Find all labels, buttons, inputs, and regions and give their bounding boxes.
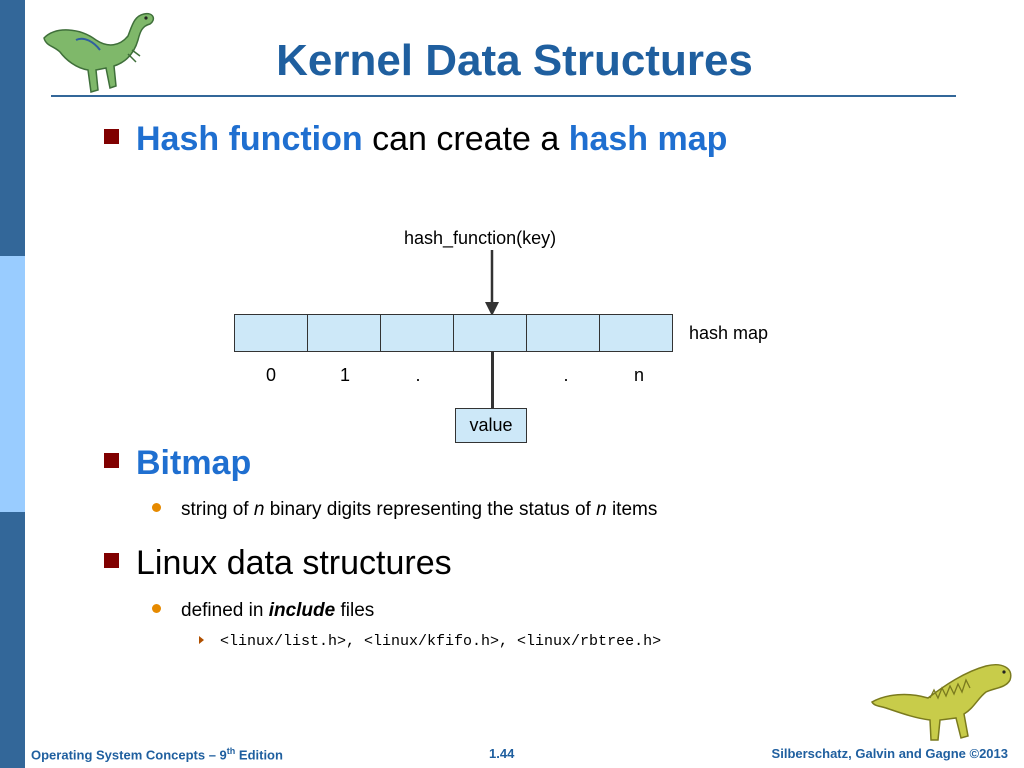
bullet-bitmap: Bitmap <box>104 444 251 483</box>
linux-label: Linux data structures <box>136 544 452 582</box>
footer-text: Operating System Concepts – 9 <box>31 747 227 763</box>
text: files <box>335 600 375 621</box>
hash-map-index: . <box>563 365 569 385</box>
hash-map-cell <box>380 314 454 352</box>
sub-bullet-bitmap: string of n binary digits representing t… <box>152 499 657 521</box>
square-bullet-icon <box>104 453 119 468</box>
text: binary digits representing the status of <box>264 499 597 520</box>
hash-map-index: 0 <box>265 365 276 385</box>
sidebar-stripe-top <box>0 0 25 256</box>
square-bullet-icon <box>104 553 119 568</box>
text: defined in <box>181 600 269 621</box>
bullet-text: can create a <box>362 120 569 158</box>
hash-map-cell <box>307 314 381 352</box>
title-divider <box>51 95 956 97</box>
hash-map-index: 1 <box>339 365 350 385</box>
italic-n: n <box>596 499 607 520</box>
value-box: value <box>455 408 527 443</box>
text: string of <box>181 499 254 520</box>
header-list: <linux/list.h>, <linux/kfifo.h>, <linux/… <box>220 633 662 650</box>
sidebar-stripe-bottom <box>0 512 25 768</box>
footer-text: Edition <box>235 747 283 763</box>
text: items <box>606 499 658 520</box>
hash-function-label: hash_function(key) <box>404 228 557 248</box>
hash-map-index: n <box>633 365 644 385</box>
dot-bullet-icon <box>152 503 161 512</box>
footer-authors: Silberschatz, Galvin and Gagne ©2013 <box>771 746 1008 761</box>
sidebar-stripe-middle <box>0 256 25 512</box>
sub-sub-bullet-headers: <linux/list.h>, <linux/kfifo.h>, <linux/… <box>199 633 661 650</box>
dinosaur-logo-icon <box>43 12 155 93</box>
square-bullet-icon <box>104 129 119 144</box>
hash-map-cell <box>453 314 527 352</box>
term-hash-function: Hash function <box>136 120 363 158</box>
sub-bullet-linux: defined in include files <box>152 600 374 622</box>
term-bitmap: Bitmap <box>136 444 252 482</box>
dinosaur-logo-icon <box>871 664 1012 741</box>
hash-map-array <box>234 314 673 352</box>
hash-map-cell <box>526 314 600 352</box>
hash-map-cell <box>234 314 308 352</box>
slide-title: Kernel Data Structures <box>276 36 753 85</box>
slide-number: 1.44 <box>489 746 515 761</box>
bullet-hash-function: Hash function can create a hash map <box>104 120 727 159</box>
bullet-linux: Linux data structures <box>104 544 452 583</box>
down-arrow-icon <box>485 250 499 316</box>
hash-map-cell <box>599 314 673 352</box>
hash-map-label: hash map <box>689 323 769 343</box>
connector-line <box>491 352 494 409</box>
term-hash-map: hash map <box>568 120 728 158</box>
italic-n: n <box>253 499 265 520</box>
dot-bullet-icon <box>152 604 161 613</box>
footer-superscript: th <box>226 746 236 756</box>
footer-book-title: Operating System Concepts – 9th Edition <box>31 746 283 762</box>
hash-map-index: . <box>415 365 421 385</box>
term-include: include <box>268 600 336 621</box>
triangle-bullet-icon <box>199 636 204 644</box>
